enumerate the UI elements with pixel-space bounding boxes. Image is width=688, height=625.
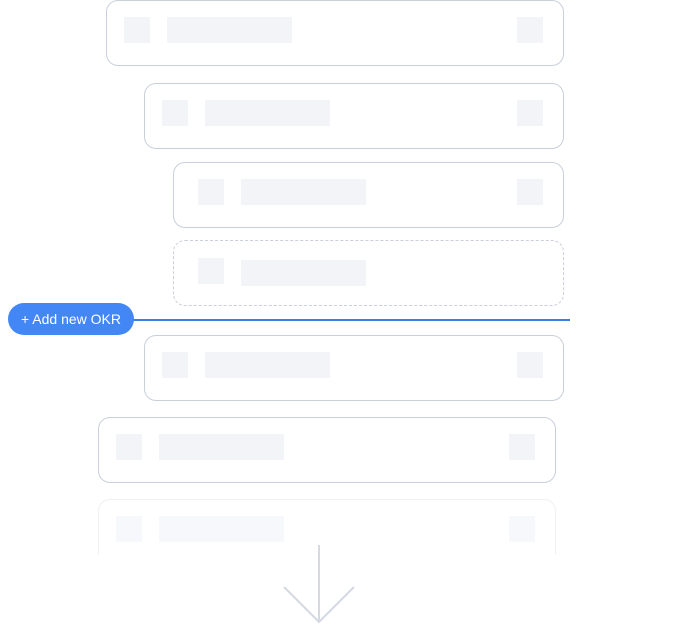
- okr-action-placeholder: [509, 516, 535, 542]
- okr-card-level-3[interactable]: [173, 162, 564, 228]
- arrow-down-icon: [283, 545, 355, 624]
- okr-drop-target[interactable]: [173, 240, 564, 306]
- okr-icon-placeholder: [162, 352, 188, 378]
- okr-action-placeholder[interactable]: [517, 100, 543, 126]
- okr-title-placeholder: [205, 352, 330, 378]
- add-new-okr-button[interactable]: + Add new OKR: [8, 303, 134, 335]
- okr-card-faded: [98, 499, 556, 555]
- okr-icon-placeholder: [124, 17, 150, 43]
- okr-card-level-2[interactable]: [144, 83, 564, 149]
- okr-title-placeholder: [167, 17, 292, 43]
- okr-card-level-1[interactable]: [98, 417, 556, 483]
- okr-icon-placeholder: [116, 516, 142, 542]
- okr-title-placeholder: [241, 179, 366, 205]
- okr-card-level-1[interactable]: [106, 0, 564, 66]
- okr-title-placeholder: [205, 100, 330, 126]
- okr-icon-placeholder: [116, 434, 142, 460]
- okr-card-level-2[interactable]: [144, 335, 564, 401]
- okr-action-placeholder[interactable]: [517, 179, 543, 205]
- insert-indicator-line: [120, 319, 570, 321]
- okr-title-placeholder: [241, 260, 366, 286]
- okr-action-placeholder[interactable]: [517, 352, 543, 378]
- okr-icon-placeholder: [198, 258, 224, 284]
- okr-icon-placeholder: [162, 100, 188, 126]
- okr-action-placeholder[interactable]: [509, 434, 535, 460]
- okr-title-placeholder: [159, 434, 284, 460]
- okr-icon-placeholder: [198, 179, 224, 205]
- okr-action-placeholder[interactable]: [517, 17, 543, 43]
- okr-title-placeholder: [159, 516, 284, 542]
